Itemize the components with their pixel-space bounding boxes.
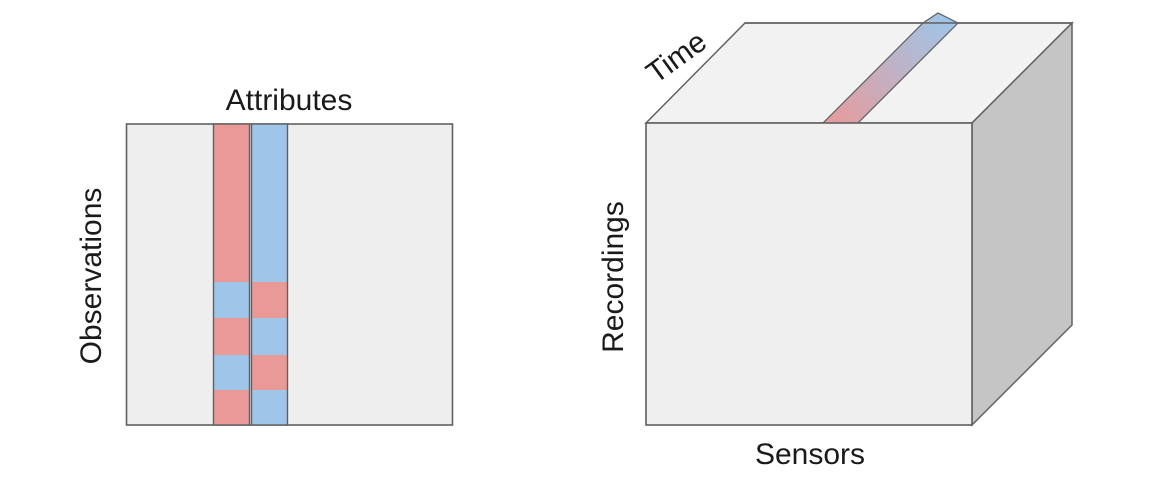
highlighted-attribute-column-1-segment	[213, 390, 250, 425]
highlighted-attribute-column-2-outline	[250, 123, 289, 426]
highlighted-attribute-column-1-segment	[213, 124, 250, 282]
matrix-columns	[212, 123, 289, 426]
cube-column-axis-label: Sensors	[754, 438, 866, 471]
matrix-title: Attributes	[225, 84, 353, 117]
matrix-row-axis-label: Observations	[75, 187, 108, 365]
cube-row-axis-label: Recordings	[597, 201, 630, 353]
matrix-body	[125, 123, 454, 426]
highlighted-attribute-column-1-segment	[213, 282, 250, 318]
highlighted-attribute-column-1-outline	[212, 123, 251, 426]
highlighted-attribute-column-2-segment	[251, 355, 288, 390]
highlighted-attribute-column-2-segment	[251, 390, 288, 425]
highlighted-attribute-column-2-segment	[251, 124, 288, 282]
highlighted-attribute-column-2-segment	[251, 282, 288, 318]
highlighted-attribute-column-2-segment	[251, 318, 288, 355]
highlighted-attribute-column-1-segment	[213, 355, 250, 390]
cube-front-face	[645, 122, 973, 426]
highlighted-attribute-column-1-segment	[213, 318, 250, 355]
